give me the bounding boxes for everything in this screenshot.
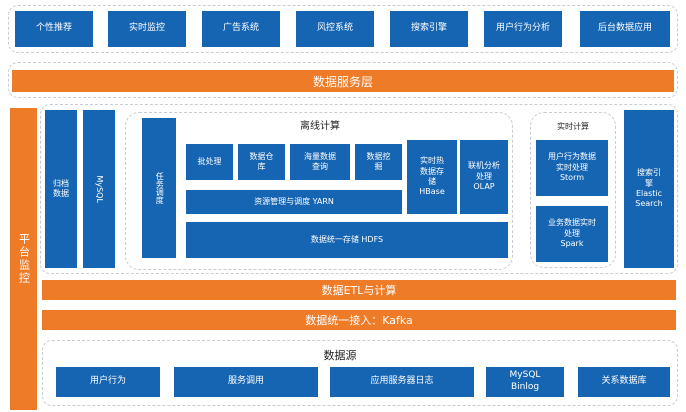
archive-data: 归档 数据: [45, 110, 77, 268]
platform-monitor: 平台监控: [10, 108, 37, 410]
offline-compute-title: 离线计算: [300, 121, 340, 132]
app-ad-system: 广告系统: [202, 11, 280, 47]
mysql-label: MySQL: [95, 175, 105, 203]
data-source-title: 数据源: [323, 349, 357, 362]
yarn-resource-scheduler: 资源管理与调度 YARN: [186, 190, 402, 214]
task-scheduler-label: 任务调度: [155, 172, 165, 204]
source-user-behavior: 用户行为: [56, 367, 160, 397]
task-scheduler: 任务调度: [142, 118, 176, 258]
massive-data-query: 海量数据 查询: [290, 144, 350, 180]
realtime-hot-storage-hbase: 实时热 数据存 储 HBase: [407, 140, 457, 214]
app-search-engine: 搜索引擎: [390, 11, 468, 47]
mysql-storage: MySQL: [83, 110, 115, 268]
data-mining: 数据挖 掘: [355, 144, 402, 180]
app-personal-recommend: 个性推荐: [15, 11, 93, 47]
hdfs-unified-storage: 数据统一存储 HDFS: [186, 222, 508, 258]
app-backend-data: 后台数据应用: [580, 11, 670, 47]
spark-realtime-processing: 业务数据实时 处理 Spark: [536, 206, 608, 262]
app-risk-control: 风控系统: [296, 11, 374, 47]
app-realtime-monitor: 实时监控: [108, 11, 186, 47]
data-warehouse: 数据仓 库: [238, 144, 285, 180]
olap: 联机分析 处理 OLAP: [460, 140, 508, 214]
app-user-behavior-analysis: 用户行为分析: [484, 11, 562, 47]
source-app-server-logs: 应用服务器日志: [330, 367, 474, 397]
kafka-ingest-layer: 数据统一接入：Kafka: [42, 310, 676, 330]
elasticsearch: 搜索引 擎 Elastic Search: [624, 110, 674, 268]
source-service-calls: 服务调用: [174, 367, 318, 397]
etl-compute-layer: 数据ETL与计算: [42, 280, 676, 300]
storm-realtime-processing: 用户行为数据 实时处理 Storm: [536, 140, 608, 196]
batch-processing: 批处理: [186, 144, 233, 180]
realtime-compute-title: 实时计算: [557, 122, 589, 131]
source-mysql-binlog: MySQL Binlog: [486, 367, 564, 397]
data-service-layer: 数据服务层: [12, 70, 674, 92]
platform-monitor-label: 平台监控: [17, 233, 31, 285]
source-relational-db: 关系数据库: [578, 367, 670, 397]
